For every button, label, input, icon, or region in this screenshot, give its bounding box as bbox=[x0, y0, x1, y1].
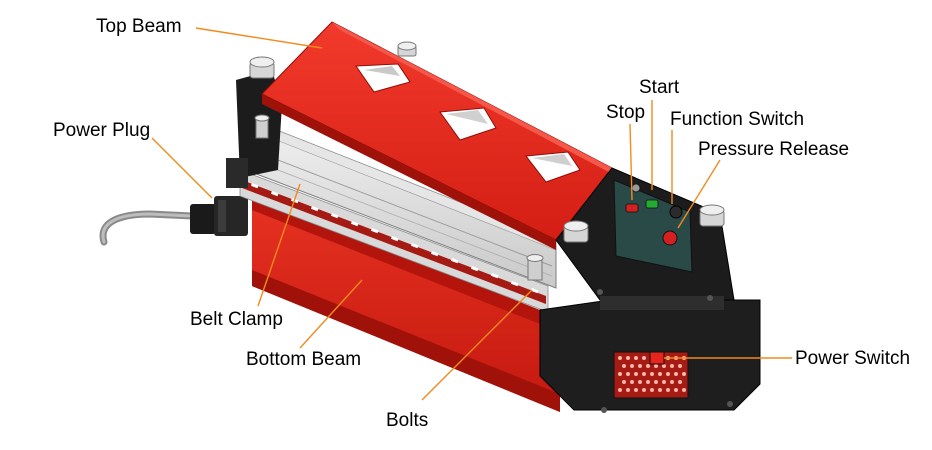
start-indicator bbox=[632, 184, 640, 192]
start-button bbox=[646, 200, 658, 208]
power-plug bbox=[190, 196, 248, 236]
label-bottom-beam: Bottom Beam bbox=[246, 350, 361, 369]
label-pressure-release: Pressure Release bbox=[698, 140, 849, 159]
leader-top-beam bbox=[196, 28, 322, 48]
label-power-switch: Power Switch bbox=[795, 349, 910, 368]
pressure-release-button bbox=[663, 231, 677, 245]
knob-top-back bbox=[398, 42, 416, 56]
knob-top-left bbox=[250, 57, 274, 78]
knob-right-front bbox=[564, 221, 588, 242]
knob-right-back bbox=[700, 205, 724, 226]
bolt-left bbox=[255, 115, 269, 138]
label-start: Start bbox=[639, 78, 679, 97]
label-stop: Stop bbox=[606, 103, 645, 122]
leader-power-plug bbox=[152, 138, 212, 198]
stop-button bbox=[626, 204, 638, 212]
function-switch-knob bbox=[670, 206, 682, 218]
label-power-plug: Power Plug bbox=[53, 121, 150, 140]
label-bolts: Bolts bbox=[386, 411, 428, 430]
power-switch bbox=[650, 352, 664, 364]
bolt-right bbox=[527, 255, 543, 281]
label-function-switch: Function Switch bbox=[670, 110, 804, 129]
label-top-beam: Top Beam bbox=[96, 17, 182, 36]
label-belt-clamp: Belt Clamp bbox=[190, 310, 283, 329]
